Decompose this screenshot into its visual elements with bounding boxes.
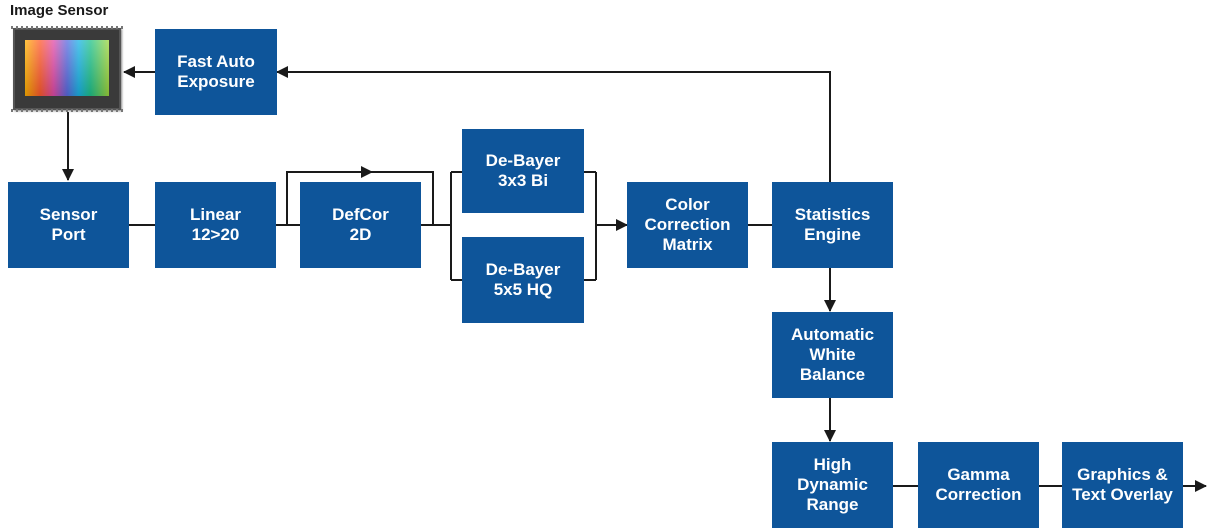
image-sensor-label: Image Sensor: [10, 2, 108, 19]
block-debayer-5x5: De-Bayer 5x5 HQ: [462, 237, 584, 323]
block-fast-auto-exposure: Fast Auto Exposure: [155, 29, 277, 115]
block-sensor-port: Sensor Port: [8, 182, 129, 268]
block-statistics-engine: Statistics Engine: [772, 182, 893, 268]
block-color-correction-matrix: Color Correction Matrix: [627, 182, 748, 268]
sensor-die: [25, 40, 109, 96]
block-automatic-white-balance: Automatic White Balance: [772, 312, 893, 398]
block-gamma-correction: Gamma Correction: [918, 442, 1039, 528]
block-high-dynamic-range: High Dynamic Range: [772, 442, 893, 528]
block-linear: Linear 12>20: [155, 182, 276, 268]
block-graphics-text-overlay: Graphics & Text Overlay: [1062, 442, 1183, 528]
block-defcor: DefCor 2D: [300, 182, 421, 268]
block-debayer-3x3: De-Bayer 3x3 Bi: [462, 129, 584, 213]
image-sensor-chip-icon: [13, 28, 121, 110]
